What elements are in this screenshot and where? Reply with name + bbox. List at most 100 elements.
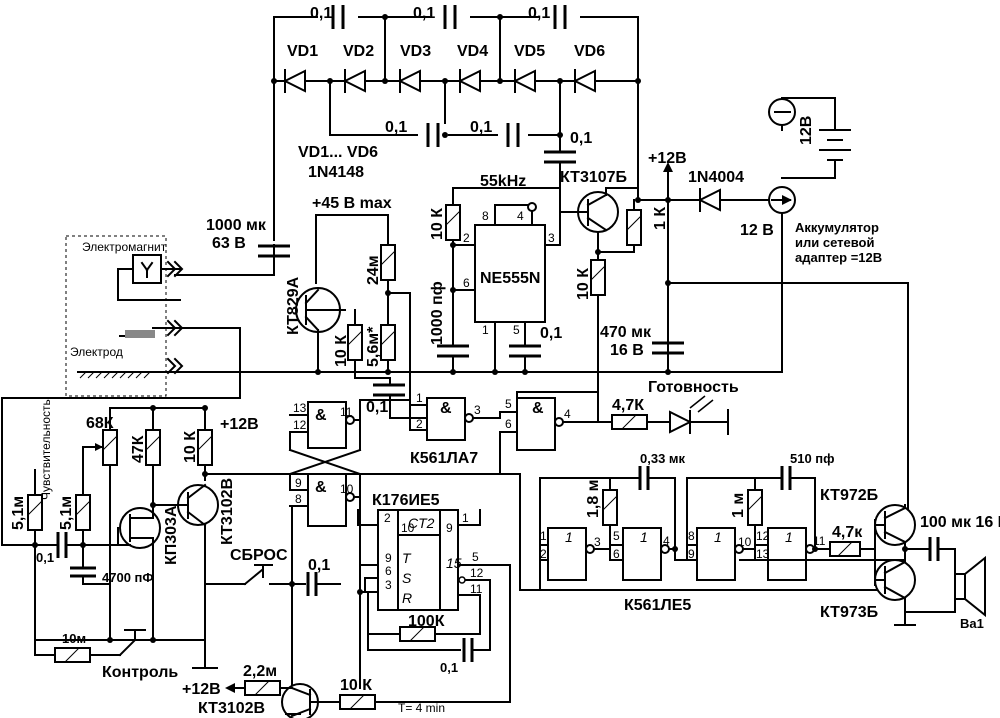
la7-pin13: 13 — [293, 401, 307, 415]
diode-range-label: VD1... VD6 — [298, 144, 378, 161]
r555-label: 10 К — [429, 208, 446, 240]
reset-label: СБРОС — [230, 547, 288, 564]
vd5-label: VD5 — [514, 43, 545, 60]
c-reset-label: 0,1 — [308, 557, 330, 574]
ne555-pin3: 3 — [548, 231, 555, 245]
cap-top3-label: 0,1 — [528, 5, 550, 22]
ne555-pin8: 8 — [482, 209, 489, 223]
la7-gates — [288, 391, 906, 593]
le5-label: К561ЛЕ5 — [624, 597, 691, 614]
r-kt3107-label: 10 К — [575, 268, 592, 300]
ne555-pin4: 4 — [517, 209, 524, 223]
le5-pin4: 4 — [663, 534, 670, 548]
la7-pin8: 8 — [295, 492, 302, 506]
ie5-pin1: 1 — [462, 511, 469, 525]
ne555-pin2: 2 — [463, 231, 470, 245]
ne555-pin5: 5 — [513, 323, 520, 337]
supply-note-line3: адаптер =12В — [795, 250, 882, 265]
la7-pin4: 4 — [564, 407, 571, 421]
c-batt-label: 470 мк — [600, 324, 652, 341]
cap-top2-label: 0,1 — [413, 5, 435, 22]
le5-pin13: 13 — [756, 547, 770, 561]
control-label: Контроль — [102, 664, 178, 681]
la7-pin10: 10 — [340, 482, 354, 496]
ne555-chip — [437, 187, 561, 373]
ne555-label: NE555N — [480, 270, 540, 287]
le5-gate3-sym: 1 — [714, 529, 722, 545]
diode-vd2 — [342, 69, 366, 93]
ie5-pin5: 5 — [472, 550, 479, 564]
le5-pin3: 3 — [594, 535, 601, 549]
le5-gate2-sym: 1 — [640, 529, 648, 545]
ie5-pin11: 11 — [470, 582, 483, 596]
ie5-input-t: T — [402, 550, 412, 566]
ne555-pin6: 6 — [463, 276, 470, 290]
le5-pin5: 5 — [613, 529, 620, 543]
le5-pin6: 6 — [613, 547, 620, 561]
r68k-label: 68К — [86, 415, 114, 432]
jack-12v-label: 12 В — [740, 222, 774, 239]
r-kt829-label: 10 К — [333, 335, 350, 367]
la7-pin3: 3 — [474, 403, 481, 417]
la7-pin9: 9 — [295, 476, 302, 490]
vd2-label: VD2 — [343, 43, 374, 60]
r-out-label: 4,7к — [832, 524, 863, 541]
c-out-label: 100 мк 16 В — [920, 514, 1000, 531]
ie5-pin9-out: 9 — [446, 521, 453, 535]
la7-label: К561ЛА7 — [410, 450, 478, 467]
supply-note-line2: или сетевой — [795, 235, 875, 250]
cap-top1-label: 0,1 — [310, 5, 332, 22]
ready-label: Готовность — [648, 379, 739, 396]
kt3102-a-label: КТ3102В — [219, 478, 236, 545]
speaker-icon — [954, 573, 966, 600]
c-batt-v-label: 16 В — [610, 342, 644, 359]
ie5-input-r: R — [402, 590, 412, 606]
ie5-pin15: 15 — [446, 555, 462, 571]
vd4-label: VD4 — [457, 43, 488, 60]
le5-oscillator — [539, 466, 906, 591]
cap-mid3-label: 0,1 — [570, 130, 592, 147]
v12-top-label: +12В — [648, 150, 687, 167]
la7-pin11: 11 — [340, 405, 353, 419]
r10k-q-label: 10 К — [182, 431, 199, 463]
le5-pin11: 11 — [813, 534, 826, 548]
le5-gate4-sym: 1 — [785, 529, 793, 545]
la7-c-sym: & — [440, 400, 452, 417]
r-led-label: 4,7К — [612, 397, 644, 414]
le5-pin8: 8 — [688, 529, 695, 543]
r51m-a-label: 5,1м — [10, 496, 27, 530]
r1m-label: 1 м — [730, 493, 747, 518]
timer-stage — [225, 509, 511, 718]
la7-pin12: 12 — [293, 418, 307, 432]
c-le5-a-label: 0,33 мк — [640, 451, 686, 466]
diode-vd5 — [512, 69, 536, 93]
ie5-pin10: 10 — [401, 521, 415, 535]
le5-pin12: 12 — [756, 529, 770, 543]
output-stage — [824, 504, 986, 626]
v45-label: +45 В max — [312, 195, 392, 212]
kp303-label: КП303А — [163, 505, 180, 565]
vd6-label: VD6 — [574, 43, 605, 60]
ie5-label: К176ИЕ5 — [372, 492, 440, 509]
kt829-stage — [174, 214, 428, 419]
electromagnet-label: Электромагнит — [82, 240, 167, 254]
kt972-label: КТ972Б — [820, 487, 878, 504]
electrode-label: Электрод — [70, 345, 123, 359]
ne555-pin1: 1 — [482, 323, 489, 337]
r56m-label: 5,6м* — [365, 326, 382, 367]
timer-label: T= 4 min — [398, 701, 445, 715]
ie5-sub-label: CT2 — [408, 515, 435, 531]
speaker-label: Ва1 — [960, 616, 984, 631]
v12-bot-label: +12В — [182, 681, 221, 698]
ie5-pin12: 12 — [470, 566, 484, 580]
r22m-label: 2,2м — [243, 663, 277, 680]
c-input-label: 0,1 — [36, 550, 54, 565]
la7-pin5: 5 — [505, 397, 512, 411]
r51m-b-label: 5,1м — [58, 496, 75, 530]
diode-vd4 — [457, 69, 481, 93]
diode-1n4004-label: 1N4004 — [688, 169, 744, 186]
le5-pin10: 10 — [738, 535, 752, 549]
c555-ctrl-label: 0,1 — [540, 325, 562, 342]
freq-label: 55kHz — [480, 173, 526, 190]
